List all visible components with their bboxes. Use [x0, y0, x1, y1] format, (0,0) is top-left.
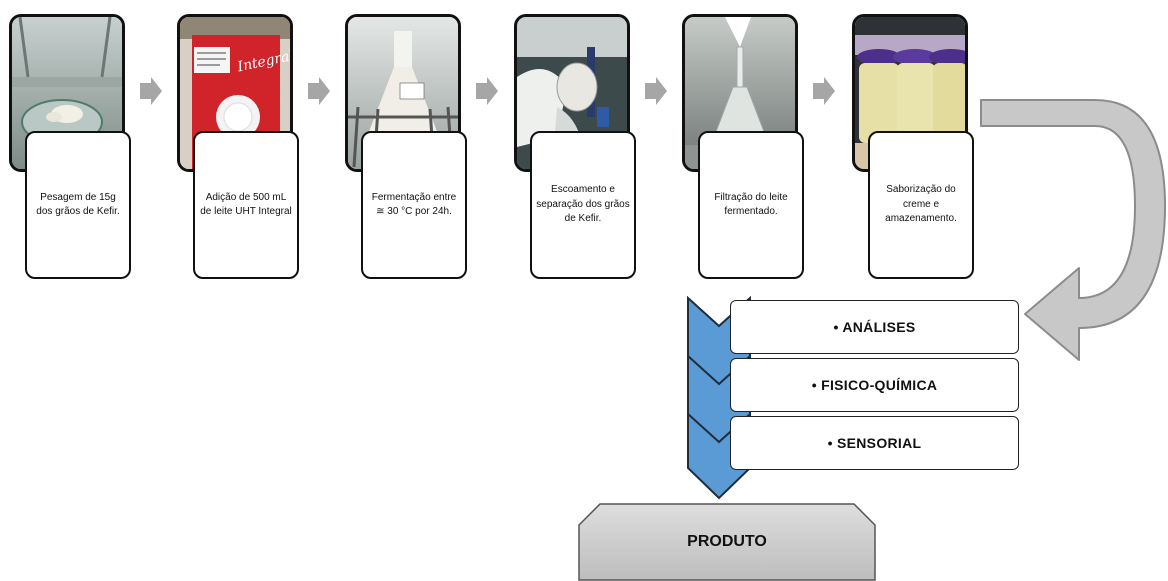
- step-6-label: Saborização do creme e amazenamento.: [868, 131, 974, 279]
- step-5: Filtração do leite fermentado.: [682, 14, 822, 284]
- step-3-label: Fermentação entre ≅ 30 °C por 24h.: [361, 131, 467, 279]
- step-6: Saborização do creme e amazenamento.: [852, 14, 992, 284]
- analysis-label: • SENSORIAL: [827, 435, 922, 451]
- step-5-label: Filtração do leite fermentado.: [698, 131, 804, 279]
- curved-return-arrow: [975, 96, 1168, 372]
- analysis-box-sensorial: • SENSORIAL: [730, 416, 1019, 470]
- analysis-label: • ANÁLISES: [833, 319, 916, 335]
- analysis-box-fisico-quimica: • FISICO-QUÍMICA: [730, 358, 1019, 412]
- step-3: Fermentação entre ≅ 30 °C por 24h.: [345, 14, 485, 284]
- step-1: Pesagem de 15g dos grãos de Kefir.: [9, 14, 149, 284]
- step-arrow-4: [645, 77, 667, 105]
- step-arrow-5: [813, 77, 835, 105]
- step-arrow-1: [140, 77, 162, 105]
- step-arrow-3: [476, 77, 498, 105]
- step-2: Integral Adição de 500 mL de leite UHT I…: [177, 14, 317, 284]
- step-arrow-2: [308, 77, 330, 105]
- analysis-label: • FISICO-QUÍMICA: [811, 377, 938, 393]
- step-4-label: Escoamento e separação dos grãos de Kefi…: [530, 131, 636, 279]
- product-box: PRODUTO: [578, 503, 876, 581]
- product-label: PRODUTO: [687, 533, 767, 550]
- step-1-label: Pesagem de 15g dos grãos de Kefir.: [25, 131, 131, 279]
- analysis-box-analises: • ANÁLISES: [730, 300, 1019, 354]
- step-2-label: Adição de 500 mL de leite UHT Integral: [193, 131, 299, 279]
- step-4: Escoamento e separação dos grãos de Kefi…: [514, 14, 654, 284]
